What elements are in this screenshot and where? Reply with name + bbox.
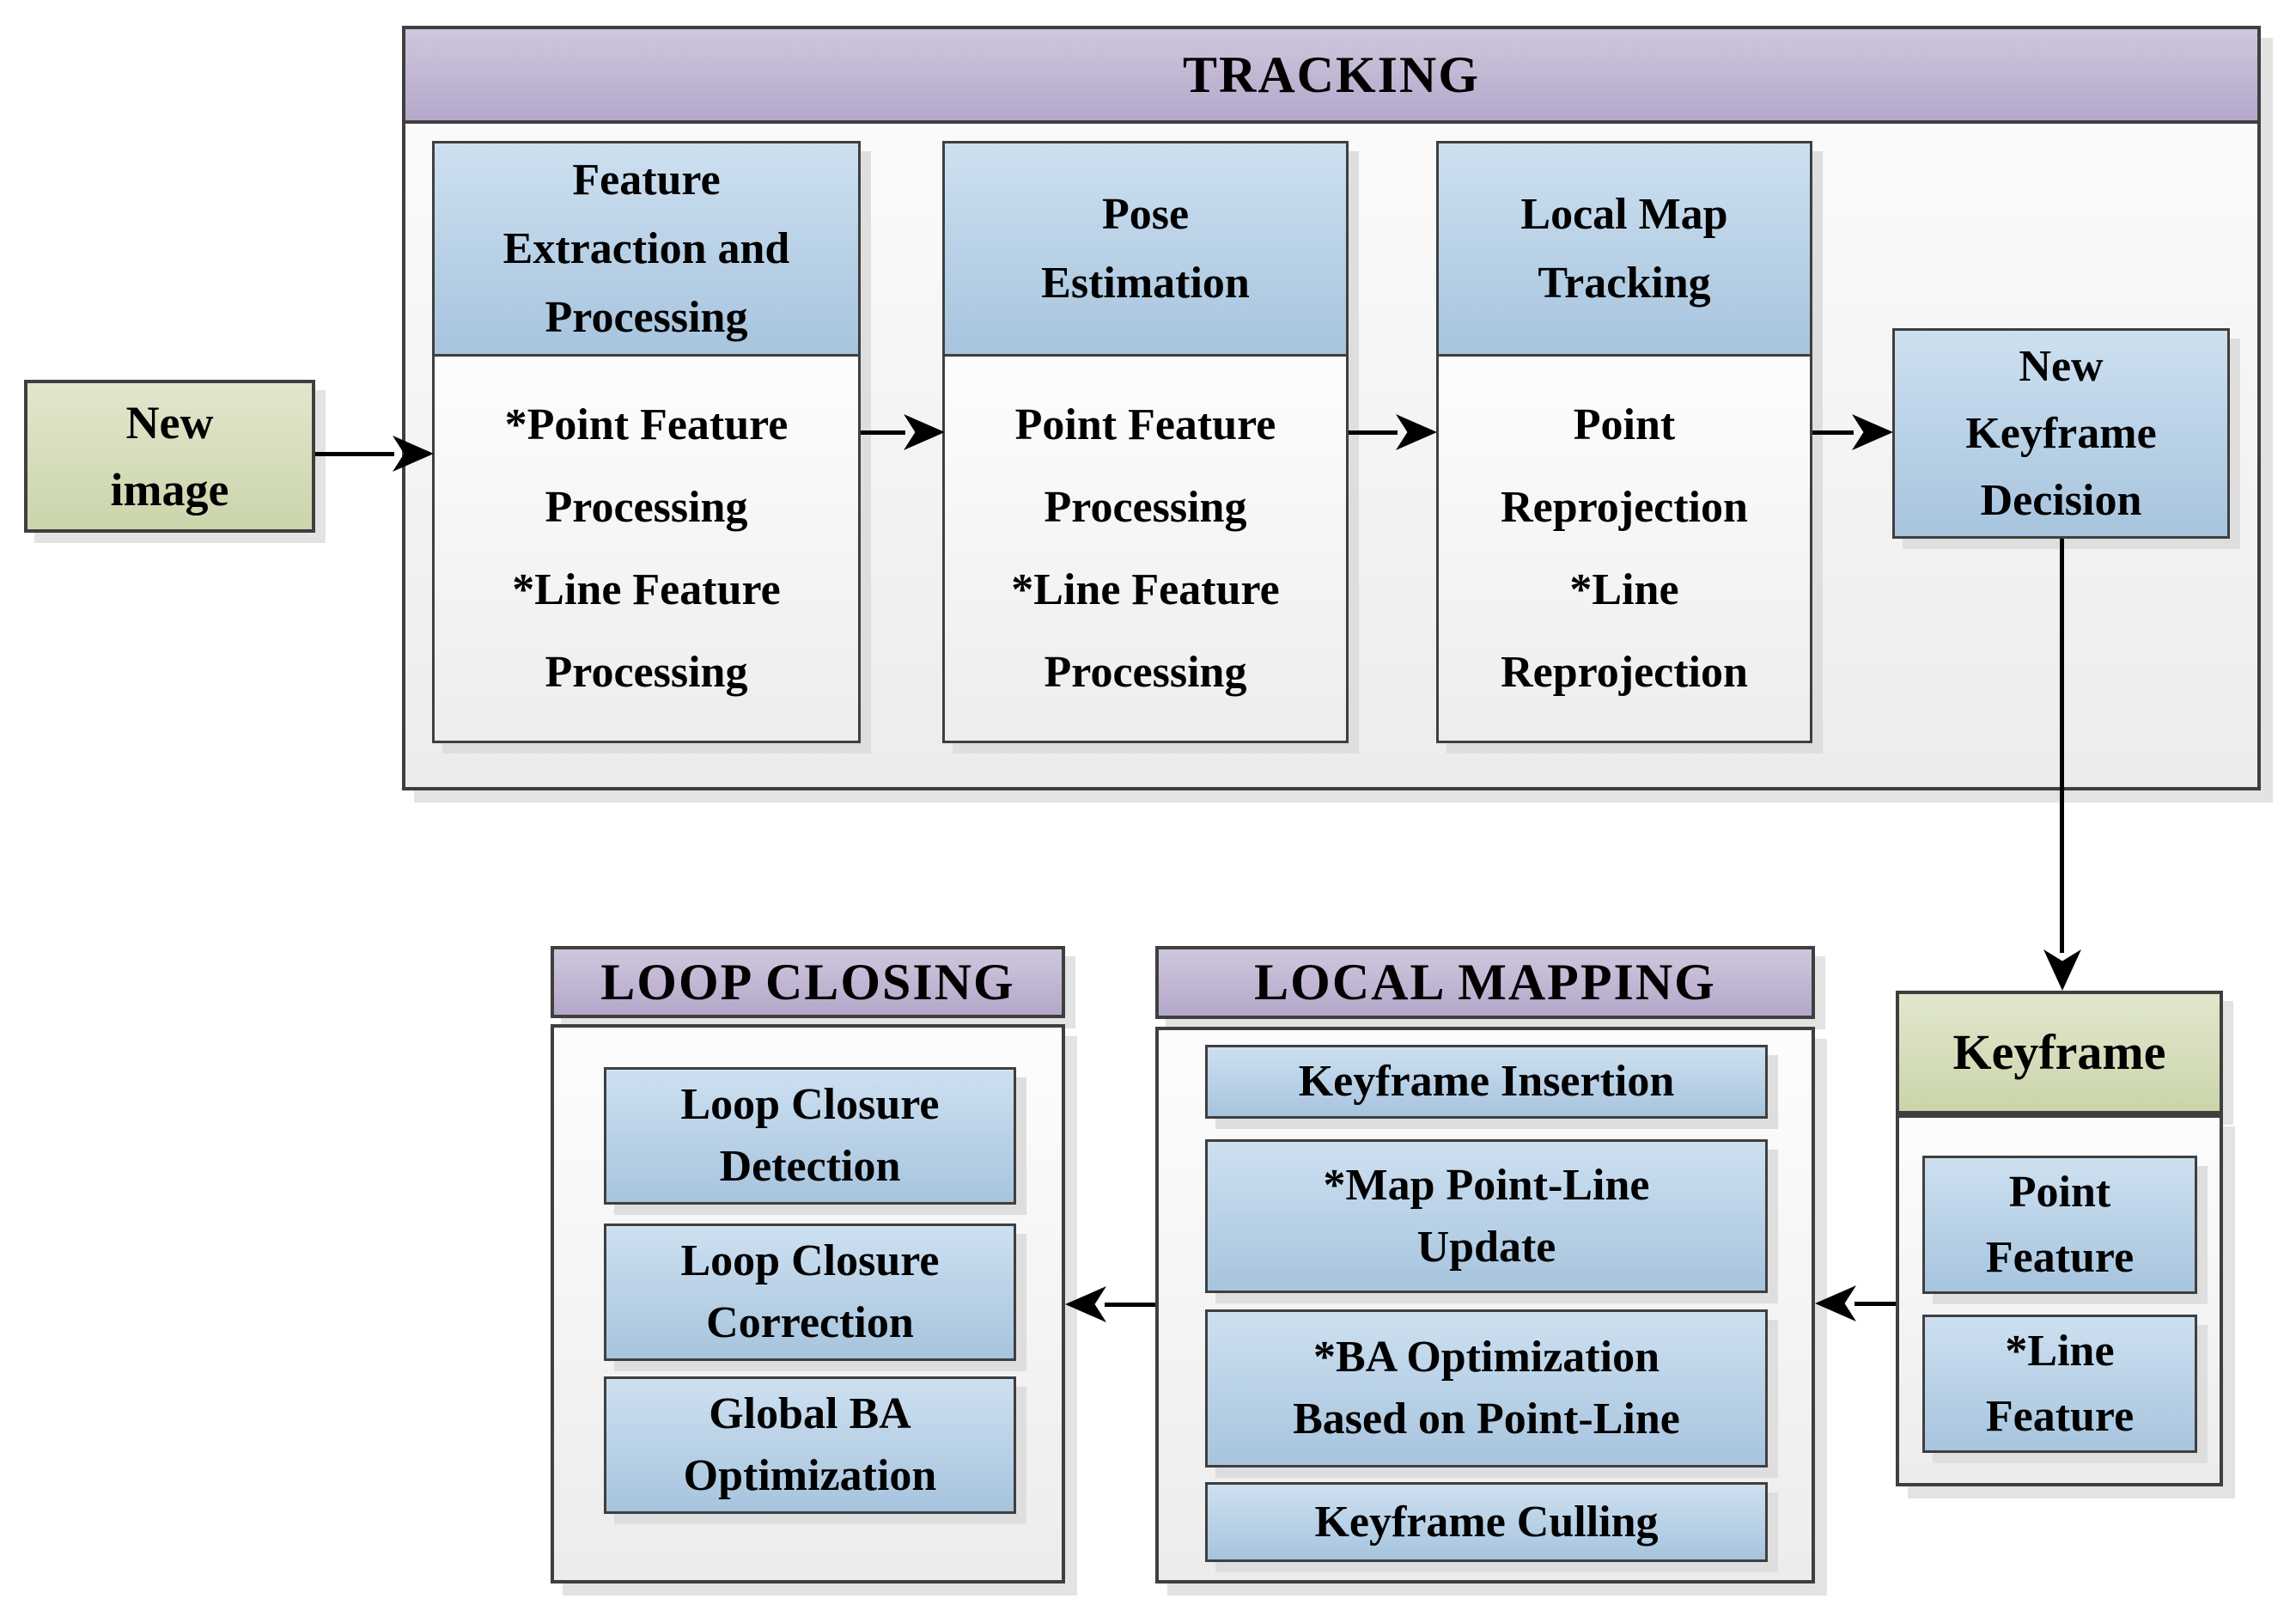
feature-extraction-header: Feature Extraction and Processing [435, 143, 858, 357]
keyframe-title-bar: Keyframe [1896, 991, 2223, 1114]
keyframe-insertion-box: Keyframe Insertion [1205, 1045, 1768, 1119]
local-map-tracking-body: Point Reprojection *Line Reprojection [1439, 357, 1810, 741]
point-feature-box: Point Feature [1922, 1156, 2197, 1294]
arrow-keyframe-to-local-mapping [1854, 1302, 1896, 1306]
pose-estimation-header: Pose Estimation [945, 143, 1346, 357]
tracking-title-bar: TRACKING [405, 29, 2257, 124]
pose-estimation-body: Point Feature Processing *Line Feature P… [945, 357, 1346, 741]
line-feature-box: *Line Feature [1922, 1315, 2197, 1453]
arrowhead-left-icon [1065, 1286, 1106, 1322]
keyframe-culling-box: Keyframe Culling [1205, 1482, 1768, 1562]
arrow-local-mapping-to-loop-closing [1105, 1303, 1155, 1307]
loop-closure-detection-box: Loop Closure Detection [604, 1067, 1016, 1205]
local-map-tracking-box: Local Map Tracking Point Reprojection *L… [1436, 141, 1812, 743]
arrow-local-map-tracking-to-new-keyframe-decision [1812, 430, 1854, 435]
pose-estimation-box: Pose Estimation Point Feature Processing… [942, 141, 1349, 743]
loop-closure-correction-box: Loop Closure Correction [604, 1224, 1016, 1361]
feature-extraction-box: Feature Extraction and Processing *Point… [432, 141, 861, 743]
local-map-tracking-header: Local Map Tracking [1439, 143, 1810, 357]
loop-closing-title-bar: LOOP CLOSING [551, 946, 1065, 1018]
local-mapping-title-bar: LOCAL MAPPING [1155, 946, 1815, 1019]
new-image-box: New image [24, 380, 315, 533]
arrowhead-left-icon [1815, 1285, 1856, 1321]
feature-extraction-body: *Point Feature Processing *Line Feature … [435, 357, 858, 741]
ba-optimization-point-line-box: *BA Optimization Based on Point-Line [1205, 1309, 1768, 1468]
new-keyframe-decision-box: New Keyframe Decision [1892, 328, 2230, 539]
arrow-new-image-to-feature-extraction [315, 452, 394, 456]
arrow-new-keyframe-decision-to-keyframe [2060, 539, 2064, 953]
global-ba-optimization-box: Global BA Optimization [604, 1376, 1016, 1514]
arrowhead-down-icon [2043, 949, 2081, 991]
arrow-pose-estimation-to-local-map-tracking [1349, 430, 1398, 435]
map-point-line-update-box: *Map Point-Line Update [1205, 1139, 1768, 1293]
arrow-feature-extraction-to-pose-estimation [861, 430, 905, 435]
